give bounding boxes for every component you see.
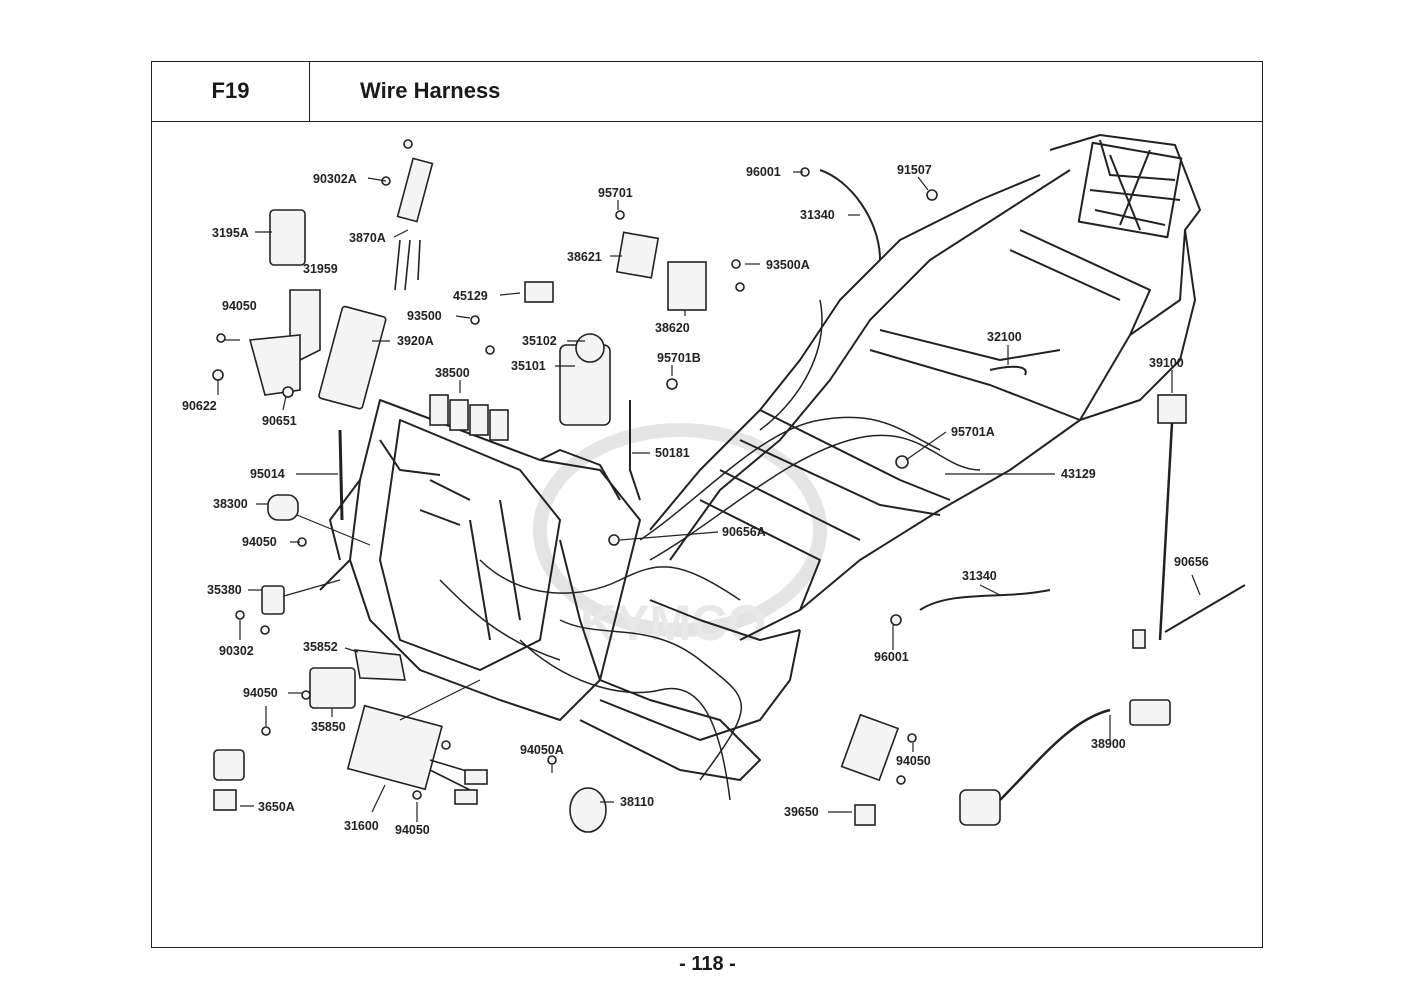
part-label: 35850 <box>311 720 346 734</box>
part-label: 32100 <box>987 330 1022 344</box>
part-label: 94050A <box>520 743 564 757</box>
part-label: 31959 <box>303 262 338 276</box>
part-label: 96001 <box>746 165 781 179</box>
part-label: 94050 <box>243 686 278 700</box>
leader-lines <box>217 171 1201 822</box>
components <box>212 139 1246 833</box>
section-title: Wire Harness <box>360 78 501 103</box>
part-label: 31600 <box>344 819 379 833</box>
part-label: 38620 <box>655 321 690 335</box>
part-label: 39100 <box>1149 356 1184 370</box>
part-label: 3920A <box>397 334 434 348</box>
part-label: 94050 <box>242 535 277 549</box>
part-label: 38900 <box>1091 737 1126 751</box>
part-label: 38300 <box>213 497 248 511</box>
part-label: 95014 <box>250 467 285 481</box>
part-label: 31340 <box>962 569 997 583</box>
part-label: 90656 <box>1174 555 1209 569</box>
part-label: 43129 <box>1061 467 1096 481</box>
part-label: 3195A <box>212 226 249 240</box>
part-labels: 90302A 3870A 3195A 31959 94050 3920A 906… <box>182 163 1209 837</box>
part-label: 35852 <box>303 640 338 654</box>
part-label: 95701B <box>657 351 701 365</box>
part-label: 31340 <box>800 208 835 222</box>
section-code: F19 <box>211 78 250 103</box>
part-label: 35102 <box>522 334 557 348</box>
part-label: 39650 <box>784 805 819 819</box>
part-label: 93500 <box>407 309 442 323</box>
part-label: 50181 <box>655 446 690 460</box>
part-label: 90302 <box>219 644 254 658</box>
section-code-cell <box>151 61 310 122</box>
scooter-frame <box>319 134 1201 801</box>
part-label: 45129 <box>453 289 488 303</box>
part-label: 90302A <box>313 172 357 186</box>
part-label: 3870A <box>349 231 386 245</box>
page-number: - 118 - <box>679 953 736 975</box>
part-label: 3650A <box>258 800 295 814</box>
part-label: 94050 <box>222 299 257 313</box>
part-label: 94050 <box>395 823 430 837</box>
part-label: 93500A <box>766 258 810 272</box>
part-label: 90651 <box>262 414 297 428</box>
watermark-text: KYMCO <box>580 595 766 651</box>
diagram-frame <box>151 121 1263 948</box>
part-label: 95701A <box>951 425 995 439</box>
part-label: 90622 <box>182 399 217 413</box>
part-label: 35101 <box>511 359 546 373</box>
part-label: 35380 <box>207 583 242 597</box>
part-label: 38500 <box>435 366 470 380</box>
part-label: 38110 <box>620 795 654 809</box>
part-label: 96001 <box>874 650 909 664</box>
part-label: 38621 <box>567 250 602 264</box>
part-label: 95701 <box>598 186 633 200</box>
part-label: 91507 <box>897 163 932 177</box>
part-label: 94050 <box>896 754 931 768</box>
part-label: 90656A <box>722 525 766 539</box>
watermark-logo: KYMCO <box>533 423 827 651</box>
